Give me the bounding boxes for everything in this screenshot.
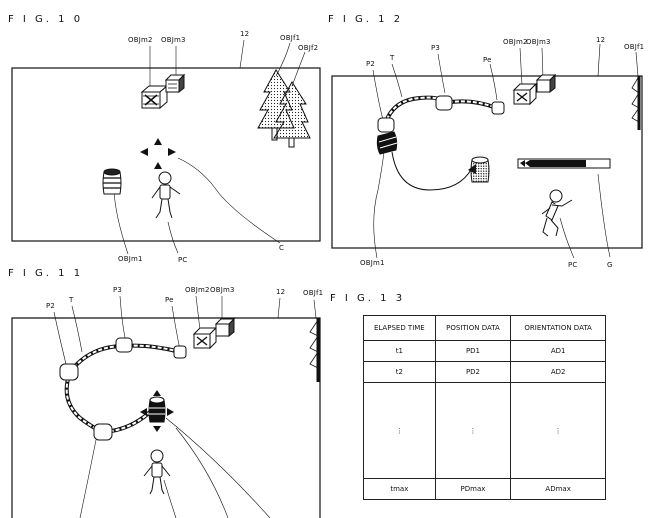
fig10-label-objm3: OBJm3 (161, 36, 186, 44)
cell-position: ⋮ (434, 382, 512, 479)
fig12-label-objm1: OBJm1 (360, 259, 385, 267)
fig11-screen (11, 295, 321, 518)
table-row: tmax PDmax ADmax (363, 478, 606, 500)
fig11-label-p3: P3 (113, 286, 123, 294)
fig10-label-objm2: OBJm2 (128, 36, 153, 44)
fig11-label-pe: Pe (165, 296, 174, 304)
fig13-table: ELAPSED TIME POSITION DATA ORIENTATION D… (363, 315, 606, 500)
fig12-label-g: G (607, 261, 613, 269)
cell-time: t2 (363, 361, 436, 383)
fig11-label-objm3: OBJm3 (210, 286, 235, 294)
fig11-trajectory-t (59, 337, 187, 441)
fig11-label-objm2: OBJm2 (185, 286, 210, 294)
fig12-label-t: T (390, 54, 395, 62)
fig12-label-objf1: OBJf1 (624, 43, 645, 51)
fig12-barrel-held (376, 131, 398, 155)
fig11-title: F I G. 1 1 (8, 268, 84, 279)
fig10-label-objf2: OBJf2 (298, 44, 319, 52)
fig12-title: F I G. 1 2 (328, 14, 404, 25)
fig10-barrel-objm1 (102, 168, 122, 195)
fig11-label-p2: P2 (46, 302, 56, 310)
fig12-label-p2: P2 (366, 60, 376, 68)
fig10-tree-objf2 (273, 81, 311, 148)
header-elapsed-time: ELAPSED TIME (363, 315, 436, 341)
fig12-label-objm3: OBJm3 (526, 38, 551, 46)
fig10-cursor-marks (140, 138, 176, 169)
table-row: t2 PD2 AD2 (363, 361, 606, 383)
table-header-row: ELAPSED TIME POSITION DATA ORIENTATION D… (363, 315, 606, 341)
fig10-character-pc (151, 171, 181, 219)
cell-time: ⋮ (363, 382, 436, 479)
fig13-title: F I G. 1 3 (330, 293, 406, 304)
fig12-barrel-ghost (470, 156, 490, 183)
cell-position: PDmax (434, 478, 512, 500)
fig10-crate-objm2 (140, 84, 169, 110)
fig12-character-pc (541, 189, 573, 237)
fig12-label-pc: PC (568, 261, 578, 269)
fig12-trajectory-t (377, 95, 505, 133)
fig10-label-objf1: OBJf1 (280, 34, 301, 42)
header-position-data: POSITION DATA (434, 315, 512, 341)
fig10-crate-objm3 (164, 73, 186, 94)
table-row: t1 PD1 AD1 (363, 340, 606, 362)
fig12-throw-arc (391, 151, 476, 191)
fig12-label-objm2: OBJm2 (503, 38, 528, 46)
fig11-character-pc (143, 449, 171, 495)
fig11-label-12: 12 (276, 288, 286, 296)
fig12-label-12: 12 (596, 36, 606, 44)
cell-time: t1 (363, 340, 436, 362)
fig11-barrel-targeted (140, 390, 174, 432)
fig10-title: F I G. 1 0 (8, 14, 84, 25)
fig12-crates (512, 73, 557, 106)
cell-position: PD2 (434, 361, 512, 383)
fig10-label-12: 12 (240, 30, 250, 38)
cell-orientation: AD1 (510, 340, 606, 362)
fig12-gauge-g (517, 158, 611, 169)
table-row: ⋮ ⋮ ⋮ (363, 382, 606, 479)
cell-position: PD1 (434, 340, 512, 362)
fig10-label-objm1: OBJm1 (118, 255, 143, 263)
cell-orientation: ADmax (510, 478, 606, 500)
fig10-label-c: C (279, 244, 285, 252)
cell-time: tmax (363, 478, 436, 500)
fig11-label-t: T (69, 296, 74, 304)
fig10-label-pc: PC (178, 256, 188, 264)
fig12-screen (331, 43, 643, 259)
cell-orientation: ⋮ (510, 382, 606, 479)
cell-orientation: AD2 (510, 361, 606, 383)
fig10-screen (11, 39, 321, 255)
fig12-label-pe: Pe (483, 56, 492, 64)
header-orientation-data: ORIENTATION DATA (510, 315, 606, 341)
fig11-crates (192, 317, 236, 350)
fig12-label-p3: P3 (431, 44, 441, 52)
fig11-label-objf1: OBJf1 (303, 289, 324, 297)
